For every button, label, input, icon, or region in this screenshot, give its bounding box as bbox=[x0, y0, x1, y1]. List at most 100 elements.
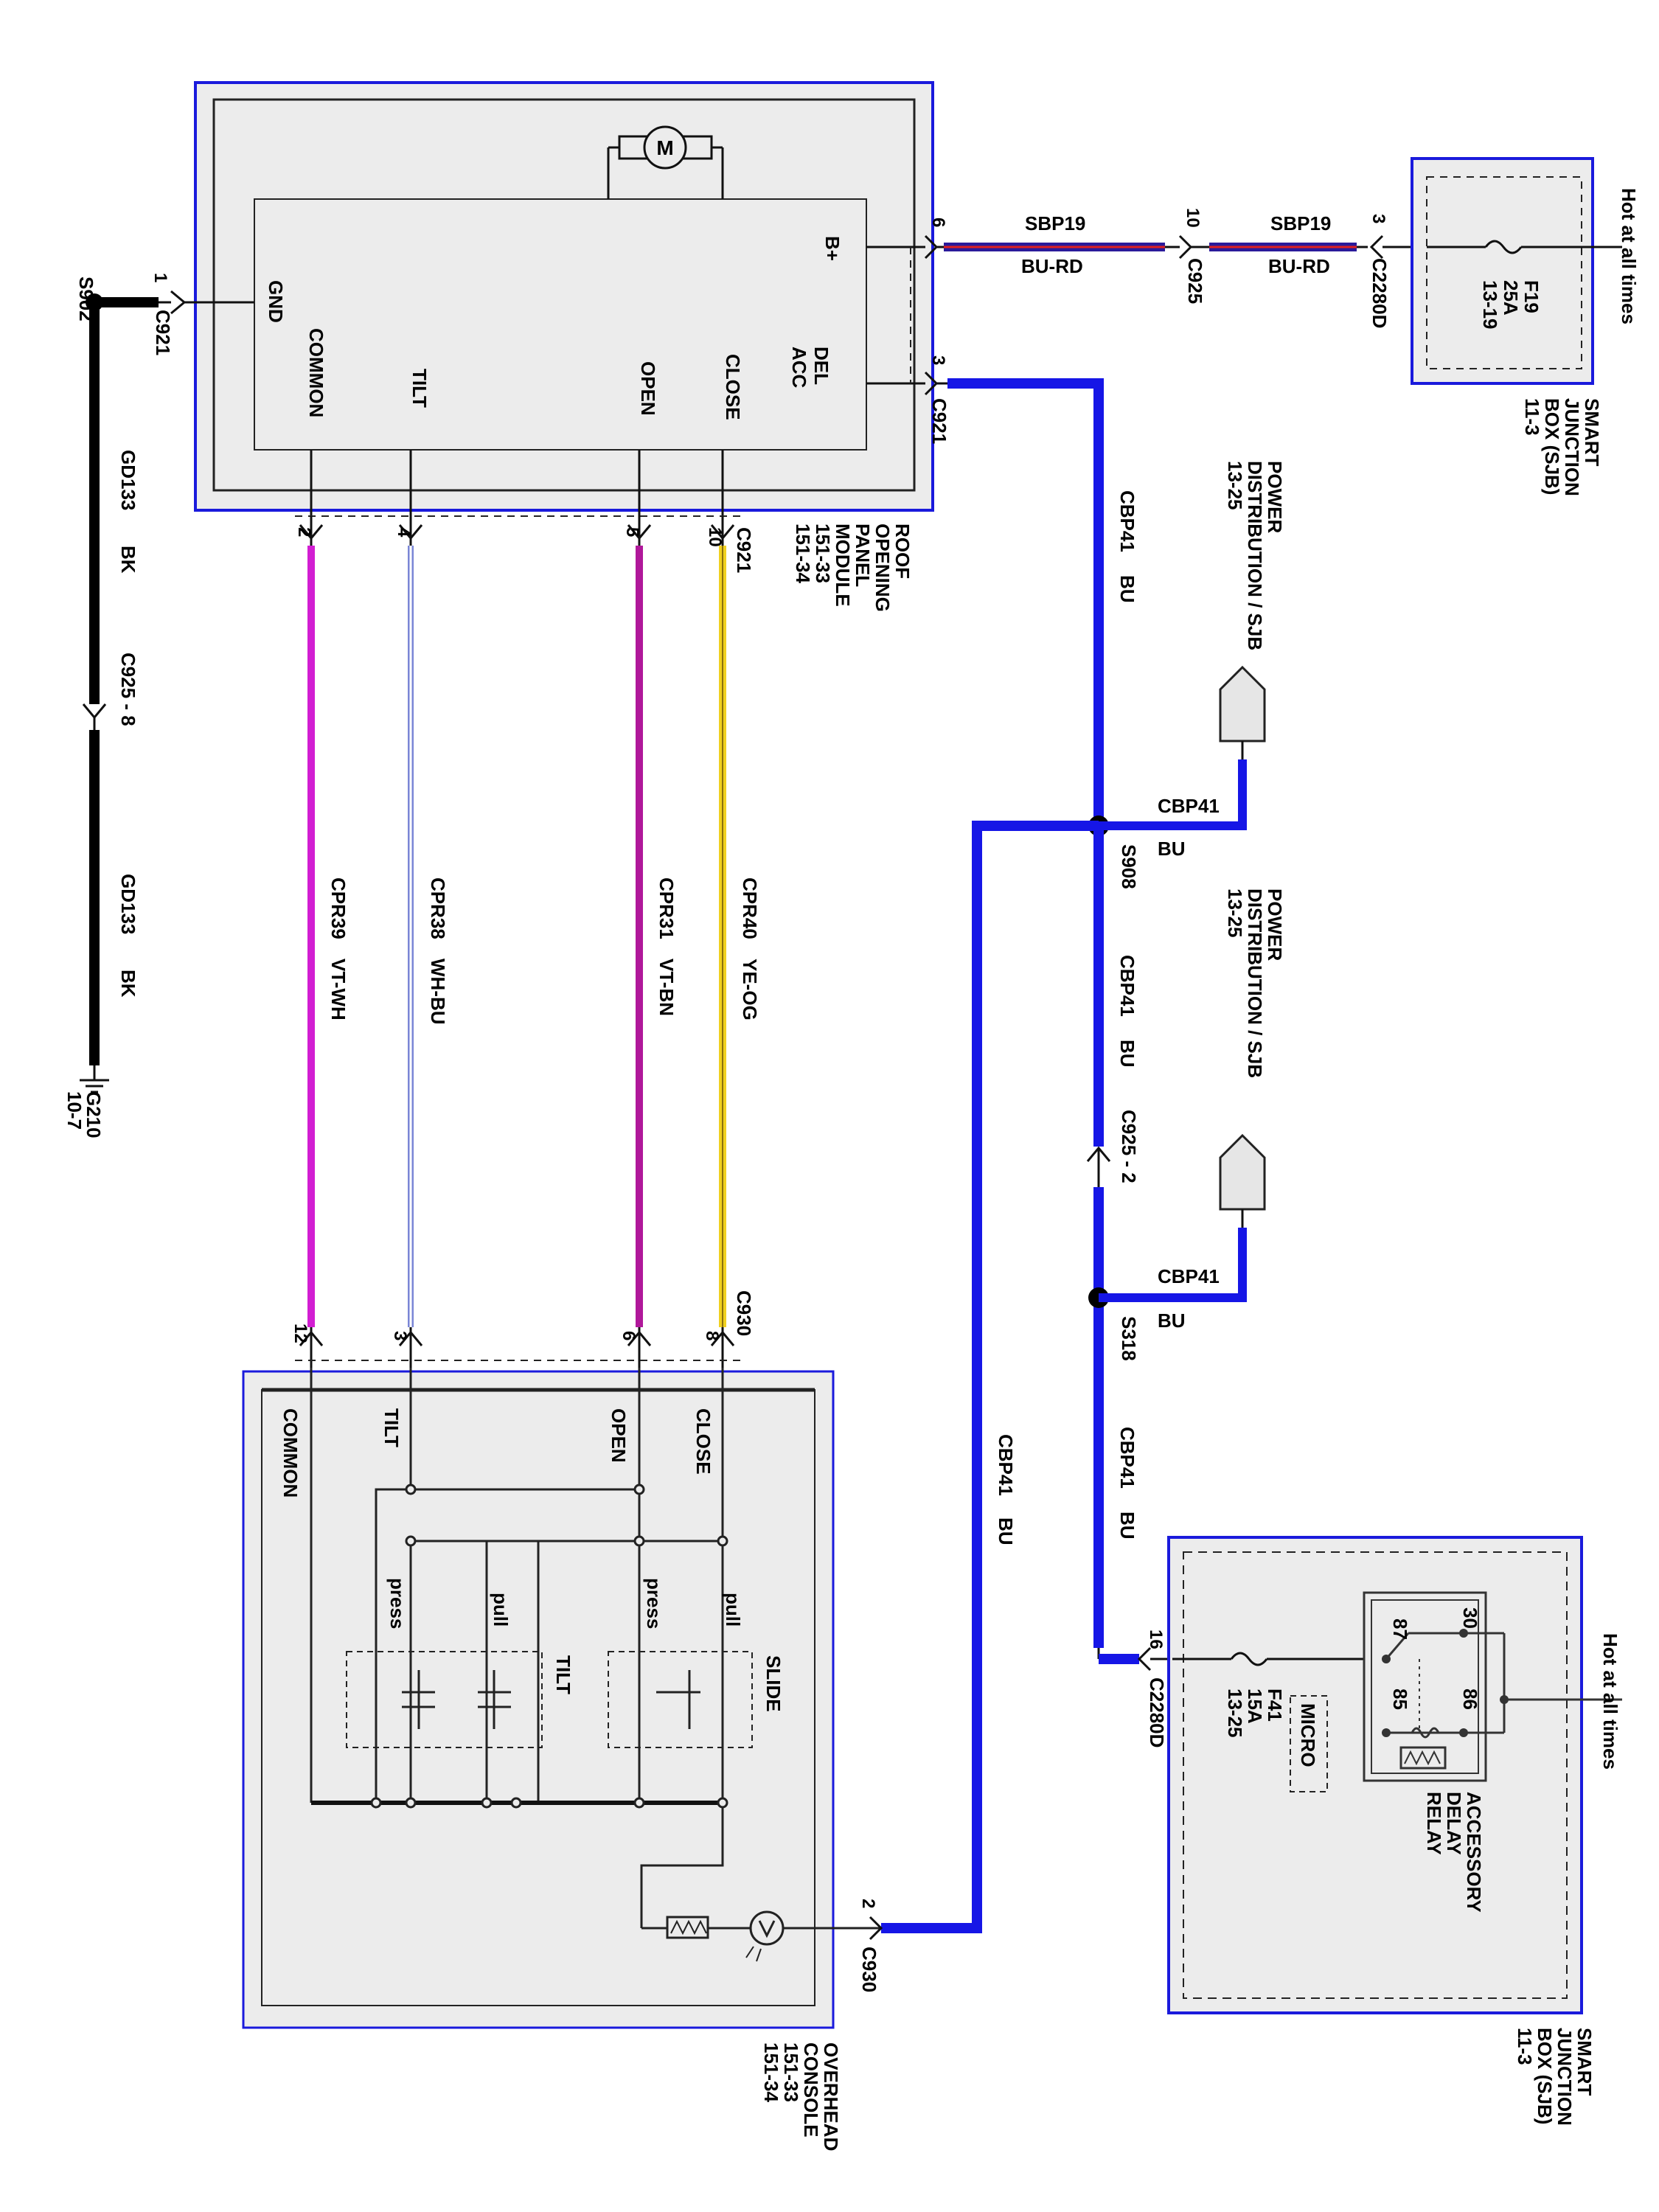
svg-text:CPR38: CPR38 bbox=[427, 877, 449, 939]
svg-text:POWER: POWER bbox=[1264, 888, 1286, 961]
svg-text:F19: F19 bbox=[1520, 280, 1543, 313]
svg-text:CBP41: CBP41 bbox=[1116, 1427, 1138, 1489]
connector-icon bbox=[170, 290, 187, 315]
svg-text:CPR31: CPR31 bbox=[655, 877, 678, 939]
svg-text:S318: S318 bbox=[1118, 1316, 1140, 1361]
svg-text:JUNCTION: JUNCTION bbox=[1561, 398, 1583, 496]
svg-text:C925 - 8: C925 - 8 bbox=[117, 653, 139, 726]
svg-text:GD133: GD133 bbox=[117, 450, 139, 510]
svg-text:86: 86 bbox=[1459, 1688, 1481, 1710]
svg-text:5: 5 bbox=[622, 527, 642, 537]
overhead-console: COMMON TILT OPEN CLOSE bbox=[242, 1368, 881, 2151]
relay-coil-icon bbox=[666, 1916, 709, 1939]
svg-text:C925: C925 bbox=[1184, 258, 1206, 304]
fuse-icon bbox=[1427, 240, 1622, 254]
svg-text:BU: BU bbox=[1158, 1310, 1186, 1332]
pin-gnd-label: GND bbox=[265, 280, 287, 323]
del-acc-circuit: 3 C921 CBP41 BU POWER DISTRIBUTION / SJB… bbox=[866, 247, 1286, 1933]
svg-text:10: 10 bbox=[705, 527, 725, 547]
svg-text:151-34: 151-34 bbox=[760, 2042, 782, 2102]
svg-text:GD133: GD133 bbox=[117, 874, 139, 934]
svg-text:C2280D: C2280D bbox=[1146, 1677, 1168, 1747]
svg-text:151-33: 151-33 bbox=[780, 2042, 802, 2102]
svg-text:press: press bbox=[643, 1578, 665, 1629]
svg-text:C925 - 2: C925 - 2 bbox=[1118, 1110, 1140, 1183]
svg-text:3: 3 bbox=[390, 1331, 410, 1340]
sjb-top: F19 25A 13-19 Hot at all times SMART JUN… bbox=[1411, 157, 1640, 496]
svg-text:C930: C930 bbox=[858, 1947, 880, 1992]
svg-text:2: 2 bbox=[294, 527, 314, 537]
svg-text:CBP41: CBP41 bbox=[1116, 490, 1138, 552]
svg-text:Hot at all times: Hot at all times bbox=[1599, 1633, 1621, 1770]
svg-text:CBP41: CBP41 bbox=[1116, 955, 1138, 1017]
pin-acc-label: ACC bbox=[788, 347, 810, 389]
svg-text:2: 2 bbox=[858, 1899, 878, 1908]
svg-text:1: 1 bbox=[150, 273, 170, 282]
pin-bplus-label: B+ bbox=[821, 236, 844, 261]
svg-text:OVERHEAD: OVERHEAD bbox=[820, 2042, 842, 2151]
svg-text:DISTRIBUTION / SJB: DISTRIBUTION / SJB bbox=[1244, 888, 1266, 1078]
connector-icon bbox=[1219, 665, 1266, 759]
svg-text:G210: G210 bbox=[83, 1091, 105, 1138]
svg-text:3: 3 bbox=[1368, 214, 1388, 223]
connector-icon bbox=[1369, 234, 1384, 260]
sjb-bottom: F41 15A 13-25 30 87 bbox=[1167, 1536, 1622, 2126]
svg-text:CBP41: CBP41 bbox=[1158, 1265, 1220, 1287]
connector-icon bbox=[1137, 1646, 1152, 1672]
bplus-circuit: 6 SBP19 BU-RD 10 C925 SBP19 BU-RD 3 C228… bbox=[866, 208, 1427, 328]
svg-text:12: 12 bbox=[291, 1324, 310, 1343]
svg-text:CBP41: CBP41 bbox=[1158, 795, 1220, 817]
lamp-icon bbox=[745, 1910, 785, 1962]
svg-text:C2280D: C2280D bbox=[1368, 258, 1391, 328]
svg-text:151-34: 151-34 bbox=[792, 524, 814, 583]
svg-text:DELAY: DELAY bbox=[1443, 1792, 1465, 1855]
svg-text:10: 10 bbox=[1183, 208, 1203, 228]
ground-circuit: 1 C921 S902 GD133 BK C925 - 8 GD133 BK G… bbox=[63, 273, 254, 1138]
connector-icon bbox=[82, 703, 107, 720]
svg-text:BOX (SJB): BOX (SJB) bbox=[1541, 398, 1563, 495]
svg-text:CBP41: CBP41 bbox=[995, 1434, 1017, 1496]
svg-text:13-25: 13-25 bbox=[1224, 1688, 1246, 1738]
svg-text:BU-RD: BU-RD bbox=[1268, 255, 1330, 277]
switch-icon bbox=[608, 1651, 753, 1748]
svg-text:13-25: 13-25 bbox=[1224, 461, 1246, 510]
switch-icon bbox=[346, 1651, 543, 1748]
svg-text:WH-BU: WH-BU bbox=[427, 959, 449, 1025]
svg-text:BOX (SJB): BOX (SJB) bbox=[1534, 2028, 1556, 2124]
svg-text:CPR40: CPR40 bbox=[739, 877, 761, 939]
ground-icon bbox=[80, 1065, 109, 1093]
svg-text:VT-WH: VT-WH bbox=[327, 959, 349, 1020]
relay-coil-icon bbox=[1399, 1727, 1447, 1770]
pin-common-label: COMMON bbox=[305, 328, 327, 417]
svg-text:SBP19: SBP19 bbox=[1270, 212, 1331, 234]
signal-wires: 2 4 5 10 C921 CPR39 VT-WH CPR38 WH-BU CP… bbox=[291, 450, 761, 1368]
svg-text:TILT: TILT bbox=[380, 1408, 403, 1447]
svg-text:OPENING: OPENING bbox=[872, 524, 894, 612]
svg-text:6: 6 bbox=[928, 218, 948, 227]
svg-text:CPR39: CPR39 bbox=[327, 877, 349, 939]
svg-text:TILT: TILT bbox=[552, 1655, 574, 1694]
svg-text:87: 87 bbox=[1389, 1618, 1411, 1640]
svg-text:ACCESSORY: ACCESSORY bbox=[1463, 1792, 1485, 1913]
svg-text:15A: 15A bbox=[1244, 1688, 1266, 1724]
svg-text:SLIDE: SLIDE bbox=[762, 1655, 785, 1712]
svg-text:C921: C921 bbox=[733, 527, 755, 573]
svg-text:COMMON: COMMON bbox=[279, 1408, 302, 1498]
pin-close-label: CLOSE bbox=[722, 354, 744, 420]
roof-opening-panel-module: M bbox=[194, 81, 934, 512]
rom-title: ROOF OPENING PANEL MODULE 151-33 151-34 bbox=[792, 524, 914, 612]
c930-pin2: 2 C930 bbox=[858, 1899, 883, 1992]
svg-text:press: press bbox=[386, 1578, 408, 1629]
svg-text:pull: pull bbox=[490, 1593, 512, 1627]
motor-icon: M bbox=[607, 125, 724, 199]
svg-text:pull: pull bbox=[722, 1593, 744, 1627]
svg-text:4: 4 bbox=[394, 527, 414, 538]
svg-text:OPEN: OPEN bbox=[608, 1408, 630, 1463]
connector-icon bbox=[1178, 234, 1193, 260]
svg-text:C921: C921 bbox=[928, 398, 950, 444]
svg-text:PANEL: PANEL bbox=[852, 524, 874, 587]
svg-text:11-3: 11-3 bbox=[1521, 398, 1543, 436]
svg-text:BU: BU bbox=[995, 1517, 1017, 1545]
svg-text:13-25: 13-25 bbox=[1224, 888, 1246, 938]
connector-icon bbox=[1219, 1133, 1266, 1228]
